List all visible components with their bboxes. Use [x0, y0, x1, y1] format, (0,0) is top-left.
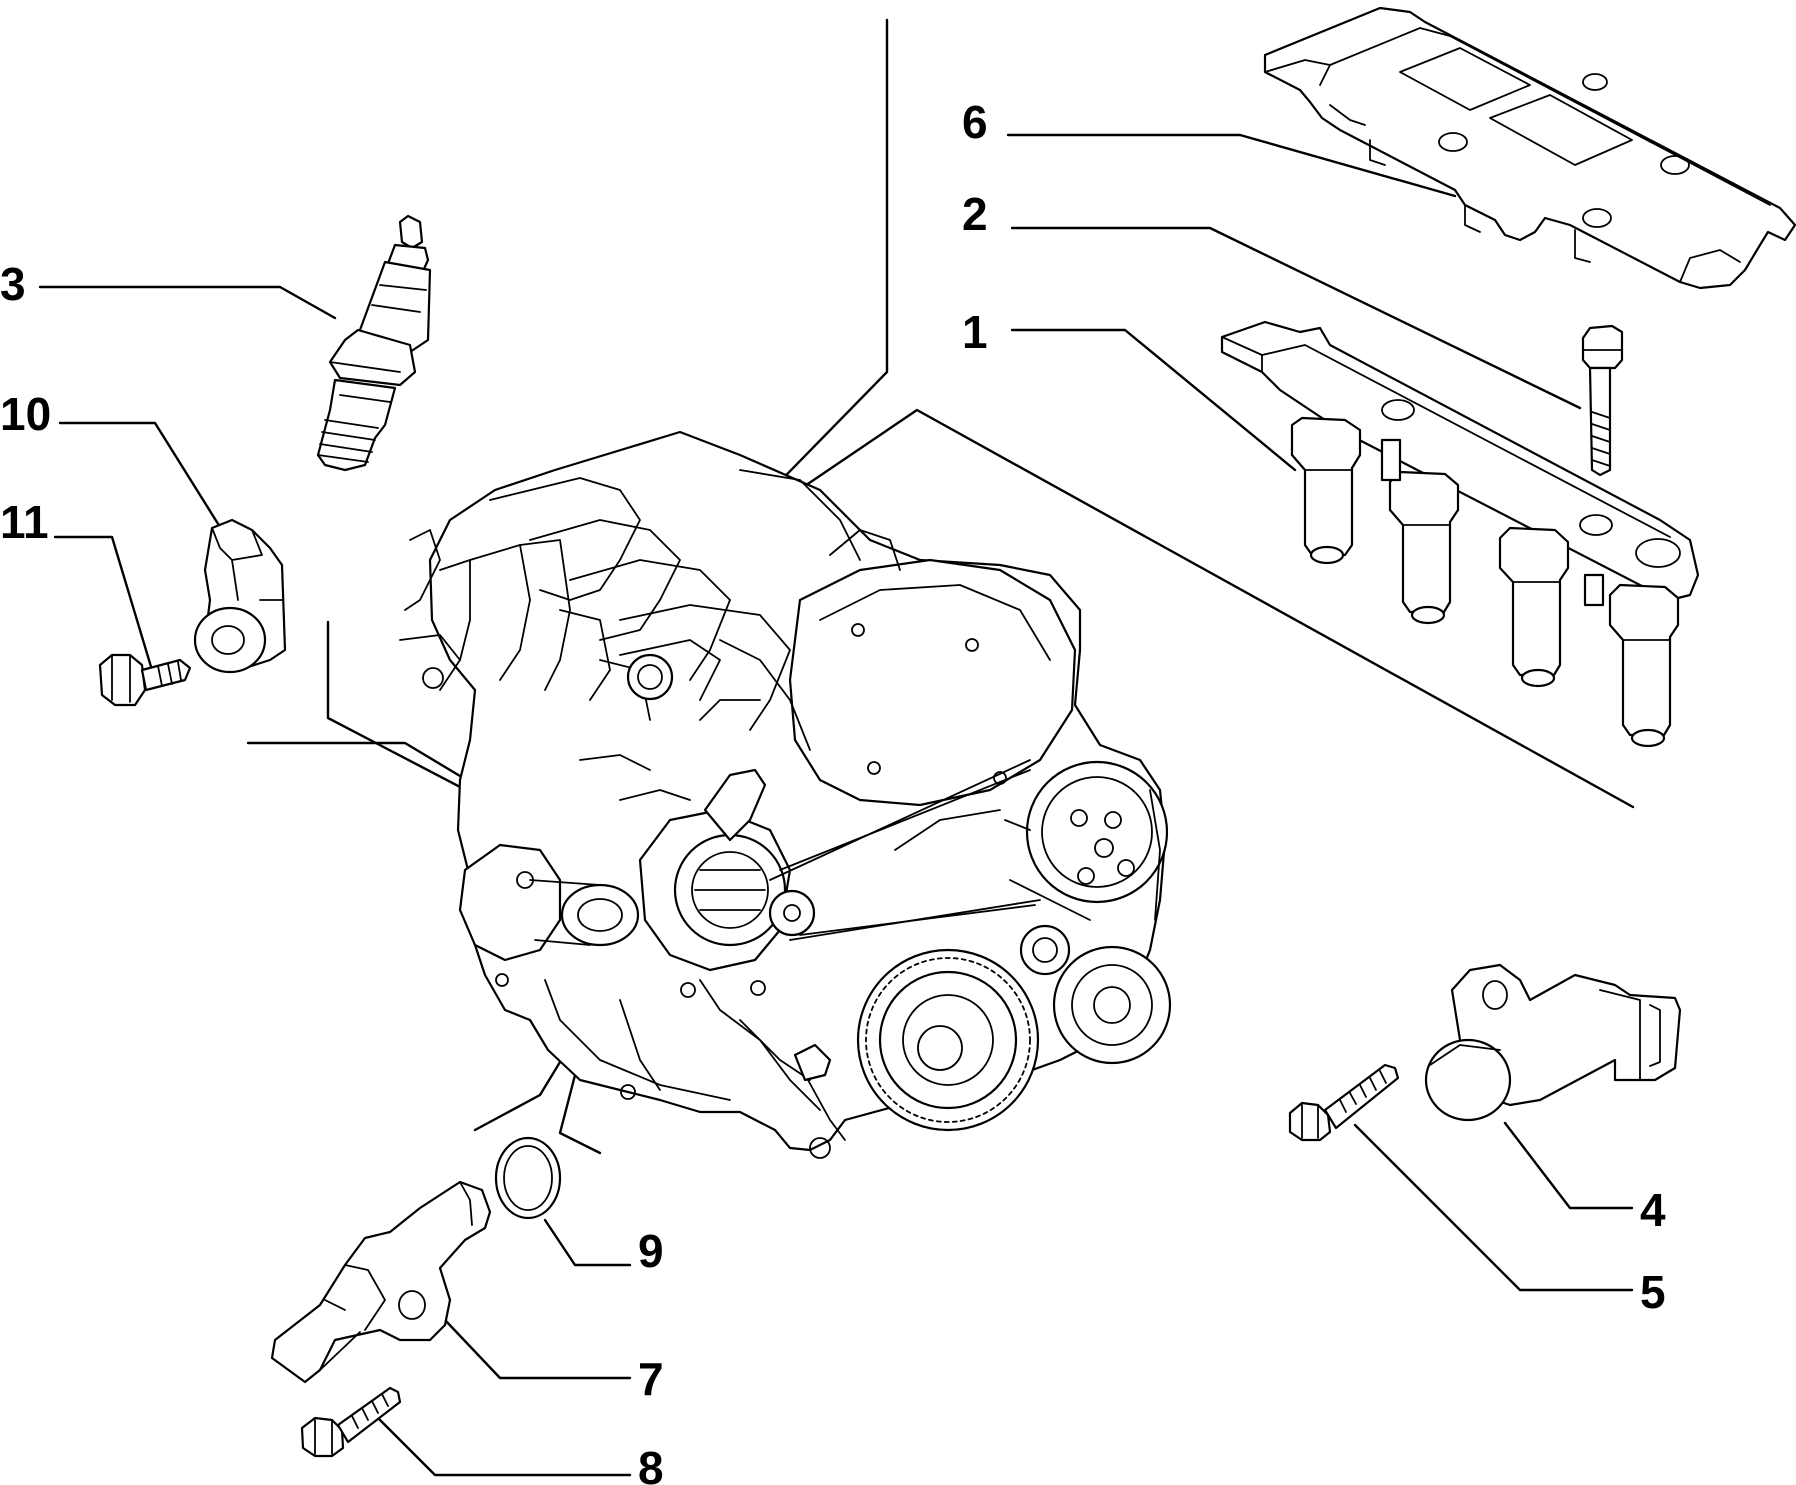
callout-10: 10 — [0, 388, 51, 440]
callout-6: 6 — [962, 96, 988, 148]
spark-plug-part-3 — [316, 214, 432, 472]
callout-7: 7 — [638, 1353, 664, 1405]
bolt-part-5 — [1288, 1063, 1400, 1142]
coil-pack-part-1 — [1220, 320, 1700, 748]
engine-assembly — [399, 430, 1172, 1159]
bolt-part-8 — [300, 1386, 402, 1458]
callout-8: 8 — [638, 1442, 664, 1485]
callout-11: 11 — [0, 496, 49, 548]
callout-4: 4 — [1640, 1184, 1666, 1236]
callout-2: 2 — [962, 188, 988, 240]
coil-cover-part-6 — [1263, 6, 1796, 290]
o-ring-part-9 — [494, 1136, 562, 1220]
bolt-part-11 — [98, 653, 192, 707]
leader-lines — [38, 18, 1635, 1477]
callout-3: 3 — [0, 258, 26, 310]
knock-sensor-part-10 — [193, 518, 287, 674]
sensor-part-7 — [270, 1180, 492, 1384]
callout-9: 9 — [638, 1225, 664, 1277]
callout-5: 5 — [1640, 1266, 1666, 1318]
bolt-part-2 — [1581, 324, 1624, 477]
callout-1: 1 — [962, 306, 988, 358]
sensor-part-4 — [1424, 963, 1682, 1122]
callout-labels: 1 2 3 4 5 6 7 8 9 10 11 — [0, 96, 1666, 1485]
